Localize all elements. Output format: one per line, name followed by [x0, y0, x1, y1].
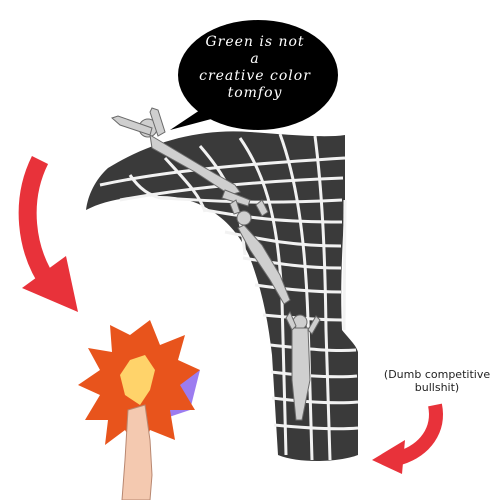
- hand-arm: [121, 404, 153, 500]
- speech-bubble-text: Green is not a creative color tomfoy: [190, 34, 320, 102]
- funnel-body: [86, 131, 358, 462]
- speech-line-1: Green is not: [205, 34, 305, 50]
- astronaut-middle: [229, 199, 291, 305]
- curved-arrow-left: [18, 155, 78, 312]
- speech-line-3: creative color: [199, 68, 311, 84]
- flame-inner: [120, 355, 155, 405]
- caption-text: (Dumb competitive bullshit): [372, 368, 500, 394]
- speech-line-4: tomfoy: [227, 85, 283, 101]
- curved-arrow-right: [372, 403, 443, 474]
- astronaut-top: [111, 107, 251, 207]
- speech-bubble: [170, 20, 338, 130]
- caption-line-1: (Dumb competitive: [383, 368, 491, 381]
- flame-hand: [78, 320, 200, 500]
- speech-line-2: a: [250, 51, 260, 67]
- caption-line-2: bullshit): [414, 381, 460, 394]
- astronaut-bottom: [285, 310, 321, 421]
- astronaut-figures: [111, 107, 321, 421]
